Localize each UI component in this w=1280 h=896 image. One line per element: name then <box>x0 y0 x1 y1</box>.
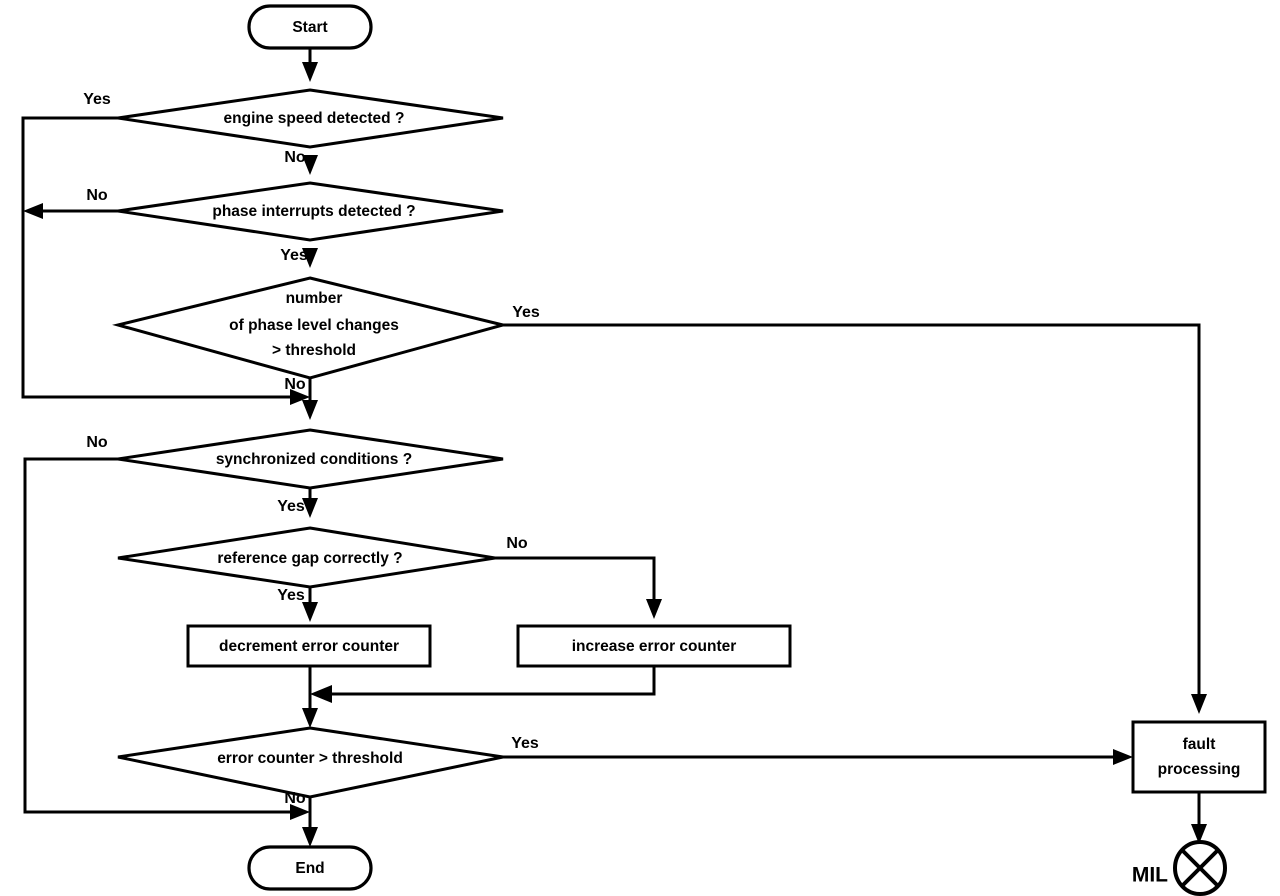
edge-increase-merge <box>310 666 656 703</box>
edge-label-sync-conditions-yes: Yes <box>277 498 305 515</box>
node-start[interactable]: Start <box>247 4 373 50</box>
edge-decrement-to-error-counter <box>302 666 318 728</box>
mil-label: MIL <box>1132 864 1168 887</box>
node-synchronized-conditions[interactable]: synchronized conditions ? <box>117 428 504 490</box>
edge-label-reference-gap-no: No <box>506 535 528 552</box>
node-fault-processing[interactable]: fault processing <box>1131 720 1267 794</box>
node-phase-interrupts-label: phase interrupts detected ? <box>212 203 415 220</box>
node-engine-speed-detected[interactable]: engine speed detected ? <box>117 88 504 149</box>
mil-lamp-icon <box>1173 840 1227 896</box>
node-phase-level-changes[interactable]: number of phase level changes > threshol… <box>112 276 509 380</box>
node-mil-indicator[interactable]: MIL <box>1132 840 1227 896</box>
edge-sync-conditions-yes <box>302 488 318 518</box>
node-phase-level-line1: number <box>286 290 343 307</box>
node-end-label: End <box>295 860 324 877</box>
edge-label-engine-speed-no: No <box>284 149 306 166</box>
node-phase-level-line2: of phase level changes <box>229 317 399 334</box>
edge-reference-gap-no <box>495 556 662 619</box>
edge-phase-level-no <box>302 378 318 420</box>
edge-phase-interrupts-yes <box>302 248 318 268</box>
node-error-counter-threshold[interactable]: error counter > threshold <box>117 726 504 799</box>
node-reference-gap[interactable]: reference gap correctly ? <box>117 526 496 589</box>
node-fault-processing-line1: fault <box>1183 736 1216 753</box>
edge-label-phase-interrupts-no: No <box>86 187 108 204</box>
edge-error-counter-yes <box>503 749 1133 765</box>
edge-label-phase-level-yes: Yes <box>512 304 540 321</box>
node-start-label: Start <box>292 19 327 36</box>
node-synchronized-conditions-label: synchronized conditions ? <box>216 451 412 468</box>
edge-phase-level-yes <box>503 323 1207 714</box>
edge-reference-gap-yes <box>302 587 318 622</box>
edge-label-phase-level-no: No <box>284 376 306 393</box>
edge-label-sync-conditions-no: No <box>86 434 108 451</box>
node-fault-processing-line2: processing <box>1158 761 1241 778</box>
node-increase-error-counter[interactable]: increase error counter <box>516 624 792 668</box>
node-engine-speed-label: engine speed detected ? <box>224 110 405 127</box>
edge-engine-speed-no <box>302 155 318 175</box>
edge-fault-processing-to-mil <box>1191 792 1207 844</box>
edge-label-error-counter-no: No <box>284 790 306 807</box>
edge-label-phase-interrupts-yes: Yes <box>280 247 308 264</box>
edge-label-engine-speed-yes: Yes <box>83 91 111 108</box>
edge-error-counter-no <box>302 797 318 847</box>
edge-start-to-engine-speed <box>302 48 318 82</box>
node-end[interactable]: End <box>247 845 373 891</box>
node-increase-label: increase error counter <box>572 638 737 655</box>
edge-engine-speed-yes <box>21 116 310 405</box>
node-decrement-error-counter[interactable]: decrement error counter <box>186 624 432 668</box>
node-phase-interrupts-detected[interactable]: phase interrupts detected ? <box>117 181 504 242</box>
edge-sync-conditions-no <box>23 457 310 820</box>
edge-phase-interrupts-no <box>23 203 118 219</box>
node-phase-level-line3: > threshold <box>272 342 356 359</box>
node-decrement-label: decrement error counter <box>219 638 399 655</box>
edge-label-error-counter-yes: Yes <box>511 735 539 752</box>
node-reference-gap-label: reference gap correctly ? <box>217 550 402 567</box>
edge-label-reference-gap-yes: Yes <box>277 587 305 604</box>
node-error-counter-label: error counter > threshold <box>217 750 403 767</box>
